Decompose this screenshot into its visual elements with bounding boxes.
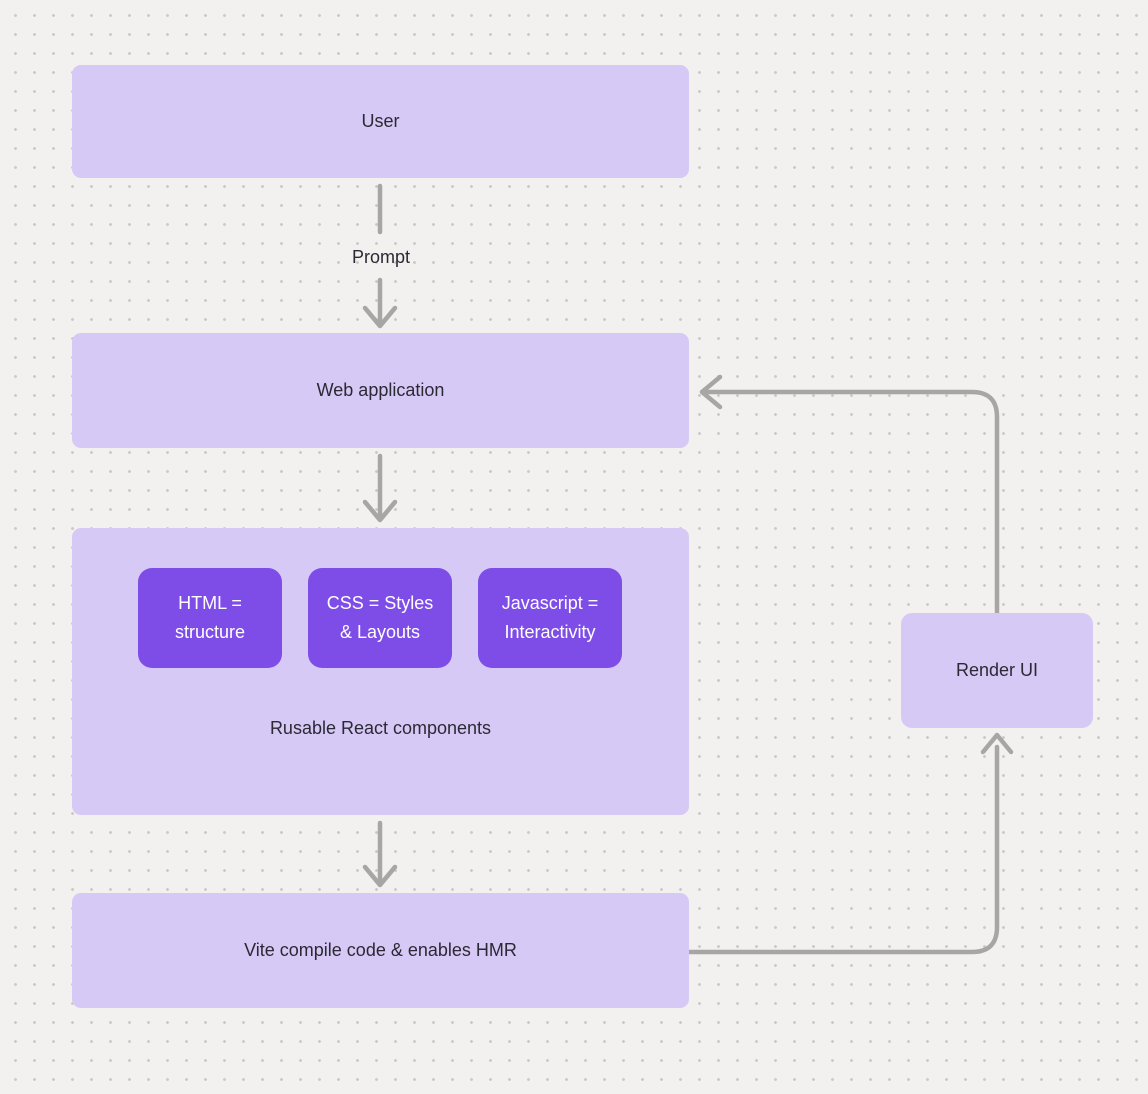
arrow-render-to-webapp [699, 374, 1000, 616]
node-user-label: User [361, 111, 400, 131]
node-web-application-label: Web application [316, 380, 445, 400]
arrowhead-left-icon [699, 374, 723, 410]
node-render-ui-label: Render UI [955, 660, 1039, 680]
edge-label-prompt: Prompt [351, 246, 411, 267]
node-react-components-group: HTML = structure CSS = Styles & Layouts … [72, 528, 689, 815]
arrow-line [686, 744, 1000, 955]
chip-javascript-label: Javascript = Interactivity [501, 593, 599, 642]
chip-html-label: HTML = structure [174, 593, 246, 642]
arrowhead-down-icon [362, 499, 398, 523]
arrow-line [704, 389, 1000, 616]
chip-css-label: CSS = Styles & Layouts [326, 593, 434, 642]
arrow-components-to-vite [362, 820, 398, 888]
node-user: User [72, 65, 689, 178]
arrowhead-down-icon [362, 864, 398, 888]
chip-html: HTML = structure [138, 568, 282, 668]
node-vite: Vite compile code & enables HMR [72, 893, 689, 1008]
react-components-caption: Rusable React components [269, 718, 492, 738]
node-vite-label: Vite compile code & enables HMR [244, 940, 517, 960]
arrow-vite-to-render [686, 732, 1014, 955]
chip-css: CSS = Styles & Layouts [308, 568, 452, 668]
chip-javascript: Javascript = Interactivity [478, 568, 622, 668]
arrowhead-down-icon [362, 305, 398, 329]
arrowhead-up-icon [980, 732, 1014, 755]
arrow-webapp-to-components [362, 453, 398, 523]
node-web-application: Web application [72, 333, 689, 448]
node-render-ui: Render UI [901, 613, 1093, 728]
